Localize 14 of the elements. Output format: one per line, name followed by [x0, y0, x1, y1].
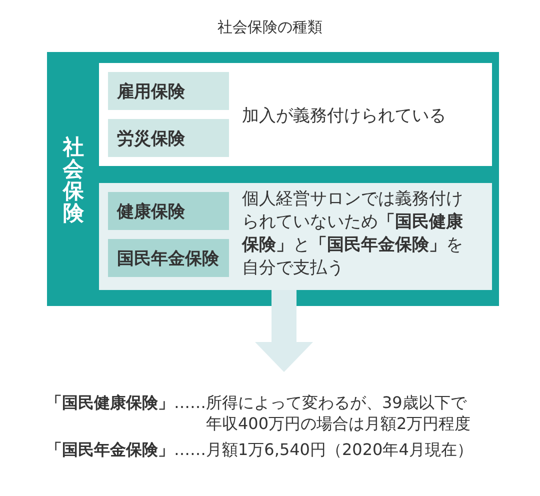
section-panel	[99, 183, 492, 290]
insurance-tag: 国民年金保険	[108, 239, 229, 277]
vertical-heading: 社会保険	[63, 136, 84, 224]
insurance-tag: 雇用保険	[108, 72, 229, 110]
section-panel	[99, 63, 492, 166]
block-arrow	[255, 290, 313, 372]
diagram-title: 社会保険の種類	[216, 17, 324, 37]
panel-note: 個人経営サロンでは義務付けられていないため「国民健康保険」と「国民年金保険」を自分で支払う	[242, 188, 464, 280]
group-panel	[47, 52, 499, 306]
note-text: 「国民年金保険」……月額1万6,540円（2020年4月現在）	[46, 439, 474, 460]
panel-note: 加入が義務付けられている	[242, 105, 447, 128]
insurance-tag: 健康保険	[108, 192, 229, 230]
note-text: 「国民健康保険」……所得によって変わるが、39歳以下で年収400万円の場合は月額2万円程度	[46, 392, 472, 434]
insurance-tag: 労災保険	[108, 119, 229, 157]
